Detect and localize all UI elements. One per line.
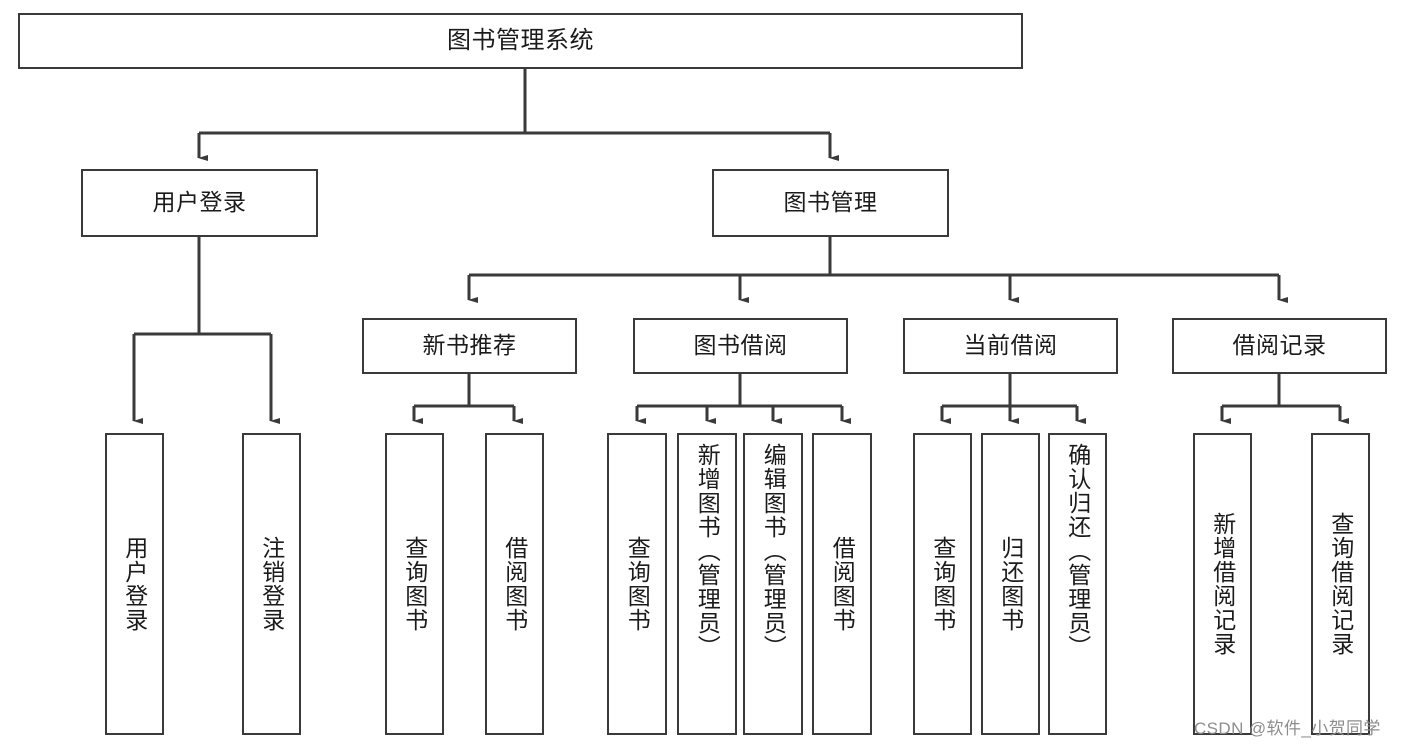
node-label: 查询图书 — [624, 536, 651, 632]
node-label: 用户登录 — [121, 536, 148, 632]
node-label: 图书管理 — [783, 189, 878, 216]
leaf-recommend-query-book[interactable]: 查询图书 — [385, 433, 444, 735]
node-label: 图书借阅 — [693, 332, 788, 359]
node-new-book-recommend[interactable]: 新书推荐 — [362, 318, 577, 374]
node-label: 借阅图书 — [501, 536, 528, 632]
node-label: 新增图书（管理员） — [694, 443, 721, 659]
leaf-current-confirm-return-admin[interactable]: 确认归还（管理员） — [1048, 433, 1107, 735]
leaf-user-login-logout[interactable]: 注销登录 — [242, 433, 301, 735]
node-label: 确认归还（管理员） — [1064, 443, 1091, 659]
node-label: 用户登录 — [152, 189, 247, 216]
node-label: 注销登录 — [258, 536, 285, 632]
node-label: 编辑图书（管理员） — [760, 443, 787, 659]
leaf-borrow-edit-book-admin[interactable]: 编辑图书（管理员） — [743, 433, 803, 735]
node-label: 当前借阅 — [963, 332, 1058, 359]
node-label: 借阅记录 — [1232, 332, 1327, 359]
node-label: 查询图书 — [929, 536, 956, 632]
node-label: 归还图书 — [997, 536, 1024, 632]
leaf-borrow-add-book-admin[interactable]: 新增图书（管理员） — [677, 433, 737, 735]
leaf-current-query-book[interactable]: 查询图书 — [913, 433, 972, 735]
leaf-borrow-borrow-book[interactable]: 借阅图书 — [812, 433, 872, 735]
node-label: 查询借阅记录 — [1327, 512, 1354, 656]
node-user-login[interactable]: 用户登录 — [81, 169, 318, 237]
node-label: 借阅图书 — [829, 536, 856, 632]
node-current-borrow[interactable]: 当前借阅 — [903, 318, 1118, 374]
leaf-current-return-book[interactable]: 归还图书 — [981, 433, 1040, 735]
node-label: 新书推荐 — [422, 332, 517, 359]
leaf-record-query-record[interactable]: 查询借阅记录 — [1311, 433, 1370, 735]
node-label: 新增借阅记录 — [1209, 512, 1236, 656]
node-book-management[interactable]: 图书管理 — [712, 169, 949, 237]
node-root-system[interactable]: 图书管理系统 — [18, 13, 1023, 69]
leaf-user-login-login[interactable]: 用户登录 — [105, 433, 164, 735]
watermark: CSDN @软件_小贺同学 — [1194, 719, 1381, 738]
leaf-recommend-borrow-book[interactable]: 借阅图书 — [485, 433, 544, 735]
node-label: 查询图书 — [401, 536, 428, 632]
leaf-record-add-record[interactable]: 新增借阅记录 — [1193, 433, 1252, 735]
node-label: 图书管理系统 — [447, 26, 594, 54]
leaf-borrow-query-book[interactable]: 查询图书 — [607, 433, 667, 735]
node-borrow-record[interactable]: 借阅记录 — [1172, 318, 1387, 374]
node-book-borrow[interactable]: 图书借阅 — [633, 318, 848, 374]
